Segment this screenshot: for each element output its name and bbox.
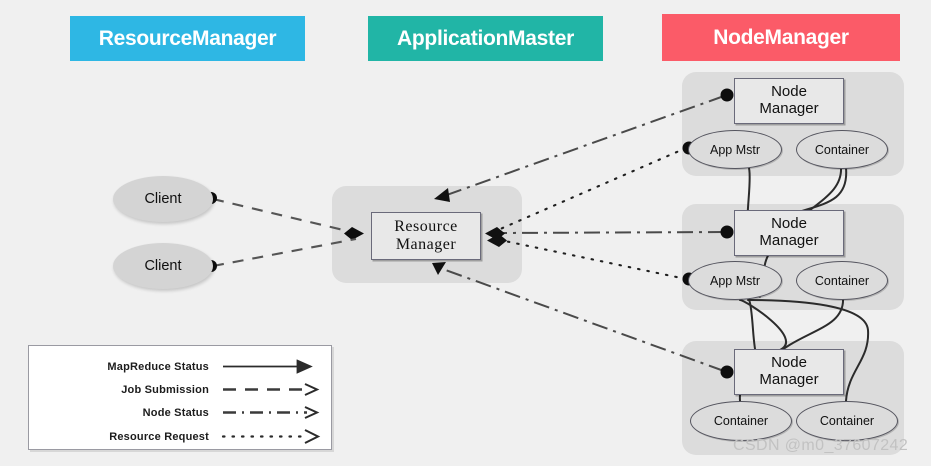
node-manager-2-line2: Manager <box>759 232 819 249</box>
legend-label-mapreduce-status: MapReduce Status <box>107 360 209 373</box>
banner-nodemanager: NodeManager <box>662 14 900 61</box>
app-mstr-ellipse-2: App Mstr <box>688 261 782 300</box>
container-ellipse-2: Container <box>796 261 888 300</box>
app-mstr-2-label: App Mstr <box>709 273 760 288</box>
legend-label-resource-request: Resource Request <box>109 430 209 443</box>
legend-item-job-submission: Job Submission <box>29 379 331 400</box>
container-1-label: Container <box>814 142 870 157</box>
container-ellipse-3b: Container <box>796 401 898 441</box>
legend-item-node-status: Node Status <box>29 402 331 423</box>
node-manager-1-line2: Manager <box>759 100 819 117</box>
client-node-1: Client <box>113 176 213 222</box>
node-manager-3-line2: Manager <box>759 371 819 388</box>
node-manager-box-1: Node Manager <box>734 78 844 124</box>
container-ellipse-1: Container <box>796 130 888 169</box>
legend-label-job-submission: Job Submission <box>121 383 209 396</box>
legend-box: MapReduce Status Job Submission Node Sta… <box>28 345 332 450</box>
legend-art-dash-dot <box>221 402 331 423</box>
banner-applicationmaster-label: ApplicationMaster <box>397 26 574 50</box>
banner-nodemanager-label: NodeManager <box>713 25 849 49</box>
node-manager-3-line1: Node <box>771 354 807 372</box>
resource-manager-box: Resource Manager <box>371 212 481 260</box>
app-mstr-ellipse-1: App Mstr <box>688 130 782 169</box>
banner-applicationmaster: ApplicationMaster <box>368 16 603 61</box>
legend-art-dashed <box>221 379 331 400</box>
container-3a-label: Container <box>713 414 769 428</box>
resource-manager-line2: Manager <box>395 236 457 253</box>
banner-resourcemanager-label: ResourceManager <box>98 26 277 50</box>
container-3b-label: Container <box>819 414 875 428</box>
resource-manager-line1: Resource <box>394 218 458 236</box>
node-manager-2-line1: Node <box>771 215 807 233</box>
app-mstr-1-label: App Mstr <box>709 142 760 157</box>
legend-label-node-status: Node Status <box>142 406 209 419</box>
legend-item-mapreduce-status: MapReduce Status <box>29 356 331 377</box>
node-manager-box-2: Node Manager <box>734 210 844 256</box>
legend-art-solid <box>221 356 331 377</box>
watermark-text: CSDN @m0_37607242 <box>733 437 909 454</box>
container-2-label: Container <box>814 273 870 288</box>
container-ellipse-3a: Container <box>690 401 792 441</box>
banner-resourcemanager: ResourceManager <box>70 16 305 61</box>
legend-art-dotted <box>221 426 331 447</box>
node-manager-1-line1: Node <box>771 83 807 101</box>
edge-appmstr1-request-to-rm <box>496 141 696 232</box>
legend-item-resource-request: Resource Request <box>29 426 331 447</box>
client-node-2-label: Client <box>144 258 182 274</box>
node-manager-box-3: Node Manager <box>734 349 844 395</box>
client-node-2: Client <box>113 243 213 289</box>
client-node-1-label: Client <box>144 191 182 207</box>
